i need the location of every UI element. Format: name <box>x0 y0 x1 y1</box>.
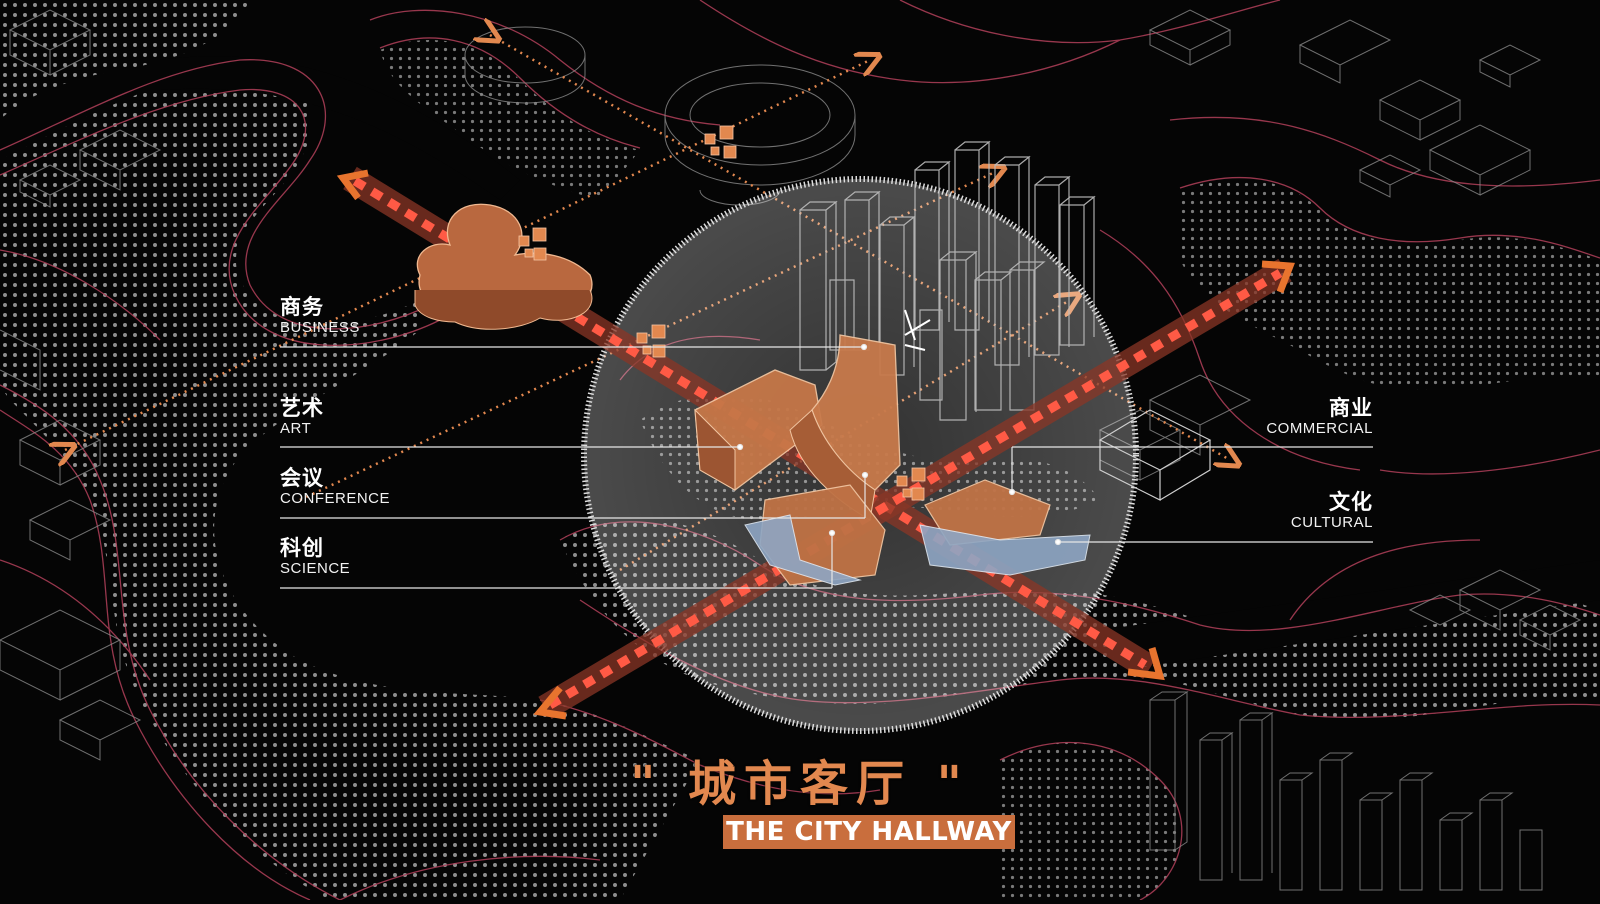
leader-lines <box>280 343 1373 589</box>
label-science-en: SCIENCE <box>280 560 351 577</box>
label-business: 商务 BUSINESS <box>280 295 360 336</box>
label-conference-zh: 会议 <box>280 466 324 490</box>
label-conference: 会议 CONFERENCE <box>280 466 391 507</box>
label-cultural: 文化 CULTURAL <box>1290 490 1373 531</box>
label-art-en: ART <box>280 420 312 437</box>
label-cultural-en: CULTURAL <box>1290 514 1373 531</box>
label-science-zh: 科创 <box>280 536 324 560</box>
label-conference-en: CONFERENCE <box>280 490 391 507</box>
featured-buildings <box>414 203 1212 586</box>
label-commercial: 商业 COMMERCIAL <box>1266 396 1373 437</box>
label-cultural-zh: 文化 <box>1329 490 1373 514</box>
label-business-en: BUSINESS <box>280 319 360 336</box>
square-markers <box>518 125 926 501</box>
label-commercial-en: COMMERCIAL <box>1266 420 1373 437</box>
title-english-text: THE CITY HALLWAY <box>726 817 1012 847</box>
label-art-zh: 艺术 <box>280 396 324 420</box>
label-business-zh: 商务 <box>280 295 324 319</box>
label-commercial-zh: 商业 <box>1329 396 1373 420</box>
label-science: 科创 SCIENCE <box>280 536 351 577</box>
label-art: 艺术 ART <box>280 396 324 437</box>
title-english-banner: THE CITY HALLWAY <box>723 815 1015 849</box>
